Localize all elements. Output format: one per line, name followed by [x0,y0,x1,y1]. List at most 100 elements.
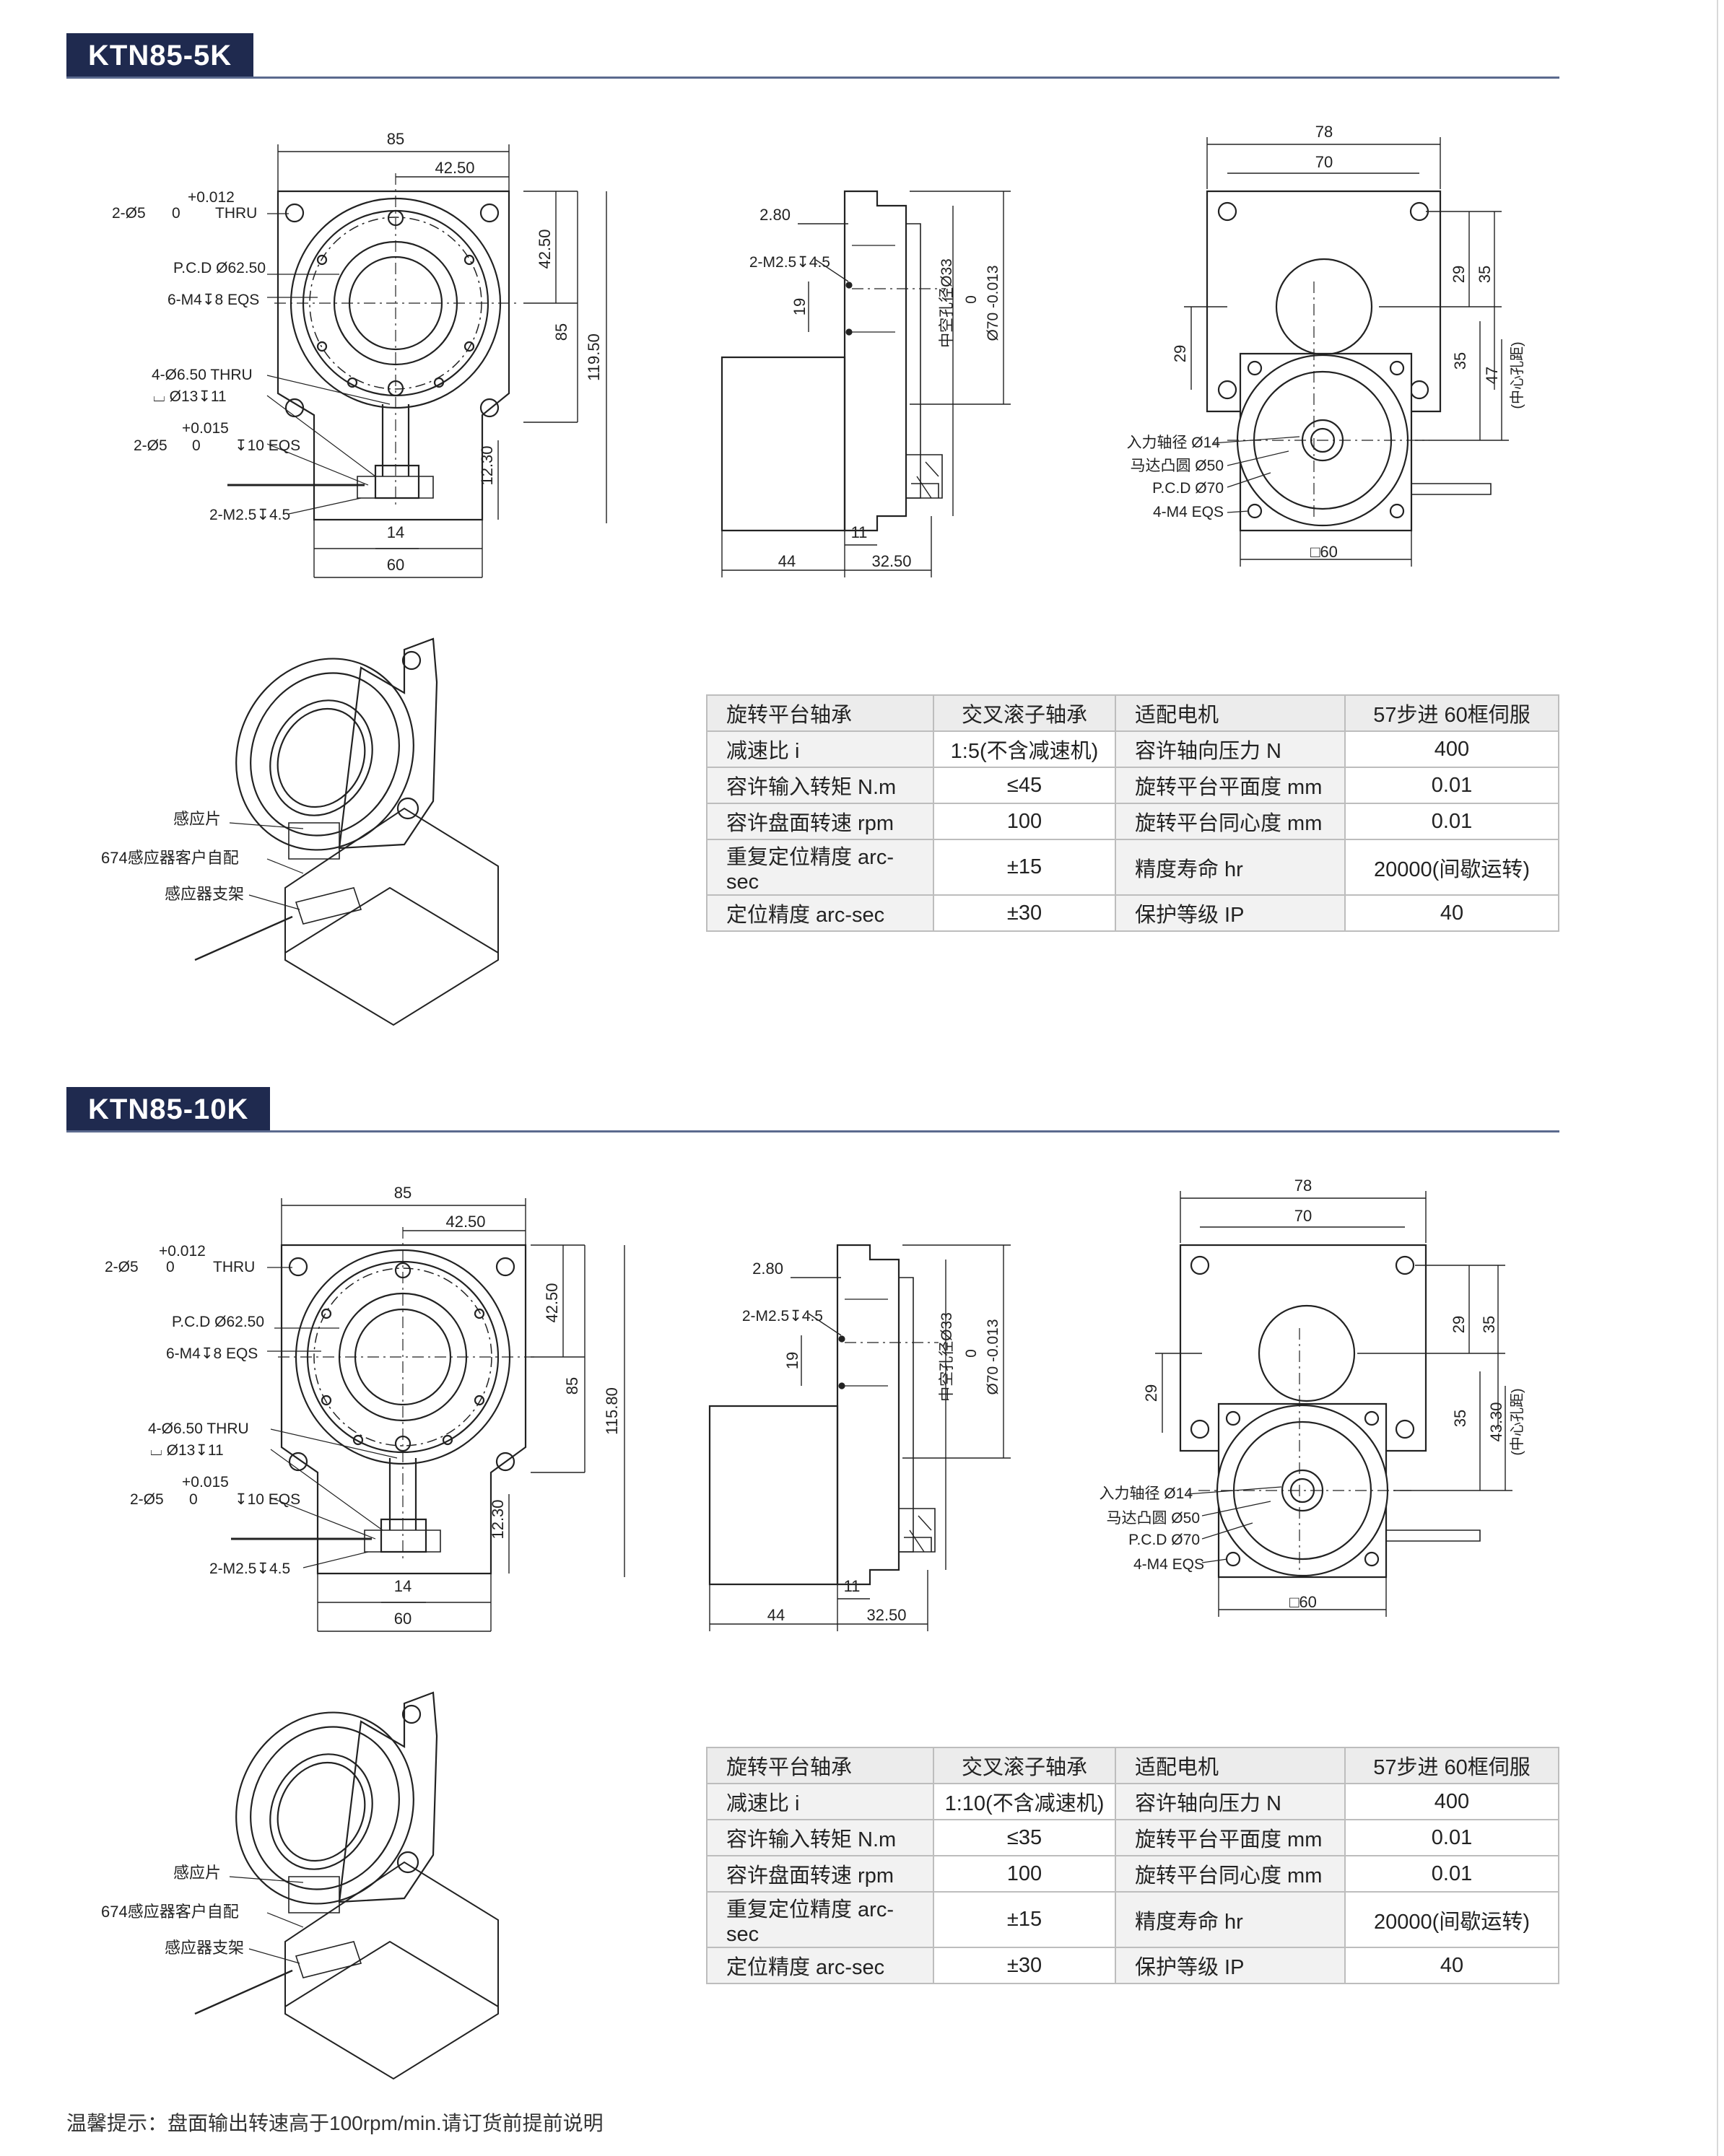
dim-29-top: 29 [1450,266,1468,283]
spec-label: 旋转平台轴承 [706,694,934,732]
dim-32-50: 32.50 [871,552,911,570]
spec-label: 旋转平台平面度 mm [1115,1819,1346,1856]
iso-label-sensor-tab: 感应片 [173,810,221,828]
pin-tol-plus: +0.015 [182,420,229,437]
pin-spec: 2-Ø5 [130,1491,164,1508]
spec-label: 保护等级 IP [1115,1947,1346,1984]
spec-value: ≤45 [933,767,1116,804]
spec-value: 40 [1344,1947,1559,1984]
spec-table: 旋转平台轴承 交叉滚子轴承 适配电机 57步进 60框伺服 减速比 i 1:5(… [706,694,1559,932]
outer-diameter-label: Ø70 -0.013 [985,1319,1001,1395]
spec-value: 57步进 60框伺服 [1344,1747,1559,1784]
pcd-label: P.C.D Ø62.50 [172,1314,264,1330]
hole-tol-zero: 0 [166,1259,175,1275]
spec-label: 重复定位精度 arc-sec [706,1891,934,1948]
center-note: (中心孔距) [1509,341,1525,409]
iso-label-sensor: 674感应器客户自配 [101,1903,239,1921]
dim-29-top: 29 [1450,1316,1468,1333]
side-view-drawing: 2.80 2-M2.5↧4.5 19 中空孔径Ø33 0 Ø70 -0.013 … [708,1244,1011,1631]
dim-center-distance: 47 [1483,367,1501,384]
spec-label: 减速比 i [706,730,934,768]
dim-78: 78 [1294,1177,1312,1195]
spec-label: 旋转平台同心度 mm [1115,803,1346,840]
table-row: 旋转平台轴承 交叉滚子轴承 适配电机 57步进 60框伺服 [706,694,1559,732]
table-row: 减速比 i 1:5(不含减速机) 容许轴向压力 N 400 [706,730,1559,768]
table-row: 定位精度 arc-sec ±30 保护等级 IP 40 [706,894,1559,932]
spec-label: 容许输入转矩 N.m [706,767,934,804]
sensor-tap-label: 2-M2.5↧4.5 [209,507,290,523]
dim-total-height: 119.50 [585,333,603,381]
iso-label-bracket: 感应器支架 [165,885,244,903]
dim-29-left: 29 [1171,345,1189,362]
spec-value: ±30 [933,894,1116,932]
pin-depth: ↧10 EQS [235,437,300,454]
dim-19: 19 [791,298,809,315]
front-view-drawing: 85 42.50 +0.012 2-Ø5 0 THRU P.C.D Ø62.50… [112,130,607,578]
spec-label: 容许输入转矩 N.m [706,1819,934,1856]
spec-label: 容许轴向压力 N [1115,730,1346,768]
hole-spec: 2-Ø5 [105,1259,139,1275]
pcd-label: P.C.D Ø62.50 [173,260,266,276]
dim-32-50: 32.50 [866,1606,906,1624]
center-note: (中心孔距) [1509,1388,1525,1455]
iso-label-sensor: 674感应器客户自配 [101,849,239,867]
dim-11: 11 [844,1577,861,1595]
dim-78: 78 [1315,123,1333,141]
tap-label: 6-M4↧8 EQS [166,1345,258,1362]
spec-label: 适配电机 [1115,694,1346,732]
dim-44: 44 [767,1606,785,1624]
dim-width: 85 [387,130,404,148]
tap-label: 6-M4↧8 EQS [167,292,259,308]
dim-half: 42.50 [435,159,474,177]
spec-value: 20000(间歇运转) [1344,1891,1559,1948]
dim-vert-half: 42.50 [536,229,554,269]
pin-depth: ↧10 EQS [235,1491,300,1508]
back-view-drawing: 78 70 29 35 29 35 47 (中心孔距) 入力轴径 Ø14 马达凸… [1126,123,1525,567]
spec-value: 40 [1344,894,1559,932]
dim-12-30: 12.30 [489,1499,507,1539]
input-shaft-label: 入力轴径 Ø14 [1126,435,1220,451]
dim-29-left: 29 [1142,1384,1160,1402]
spec-value: 0.01 [1344,767,1559,804]
input-shaft-label: 入力轴径 Ø14 [1099,1485,1193,1502]
dim-70: 70 [1294,1207,1312,1225]
dim-2-80: 2.80 [759,206,791,224]
dim-2-80: 2.80 [752,1260,783,1278]
pin-tol-plus: +0.015 [182,1474,229,1491]
m4-tap-label: 4-M4 EQS [1133,1556,1204,1573]
dim-35-right: 35 [1451,1410,1469,1427]
pin-tol-zero: 0 [192,437,201,454]
table-row: 旋转平台轴承 交叉滚子轴承 适配电机 57步进 60框伺服 [706,1747,1559,1784]
model-title: KTN85-5K [66,33,254,78]
spec-value: 20000(间歇运转) [1344,839,1559,896]
table-row: 容许盘面转速 rpm 100 旋转平台同心度 mm 0.01 [706,803,1559,840]
spec-value: 交叉滚子轴承 [933,1747,1116,1784]
hole-tol-plus: +0.012 [159,1243,206,1260]
dim-35-top: 35 [1480,1316,1498,1333]
side-tap-label: 2-M2.5↧4.5 [742,1308,823,1324]
table-row: 容许盘面转速 rpm 100 旋转平台同心度 mm 0.01 [706,1855,1559,1893]
side-tap-label: 2-M2.5↧4.5 [749,254,830,271]
back-view-drawing: 78 70 29 35 29 35 43.30 (中心孔距) 入力轴径 Ø14 … [1099,1177,1525,1617]
table-row: 重复定位精度 arc-sec ±15 精度寿命 hr 20000(间歇运转) [706,1891,1559,1948]
mount-holes-label: 4-Ø6.50 THRU [148,1420,249,1437]
spec-label: 适配电机 [1115,1747,1346,1784]
spec-value: ≤35 [933,1819,1116,1856]
dim-width: 85 [394,1184,412,1202]
motor-boss-label: 马达凸圆 Ø50 [1130,458,1224,474]
dim-11: 11 [851,523,868,541]
front-view-drawing: 85 42.50 +0.012 2-Ø5 0 THRU P.C.D Ø62.50… [105,1184,625,1632]
spec-value: 57步进 60框伺服 [1344,694,1559,732]
hole-tol-zero: 0 [172,205,180,222]
spec-value: 400 [1344,1783,1559,1820]
dim-12-30: 12.30 [478,445,496,485]
spec-value: 0.01 [1344,1855,1559,1893]
spec-label: 定位精度 arc-sec [706,1947,934,1984]
pin-tol-zero: 0 [189,1491,198,1508]
spec-value: 400 [1344,730,1559,768]
sensor-tap-label: 2-M2.5↧4.5 [209,1561,290,1577]
dim-half: 42.50 [445,1213,485,1231]
dim-35-top: 35 [1476,266,1494,283]
spec-value: ±15 [933,1891,1116,1948]
counterbore-label: ⌴ Ø13↧11 [153,388,227,405]
